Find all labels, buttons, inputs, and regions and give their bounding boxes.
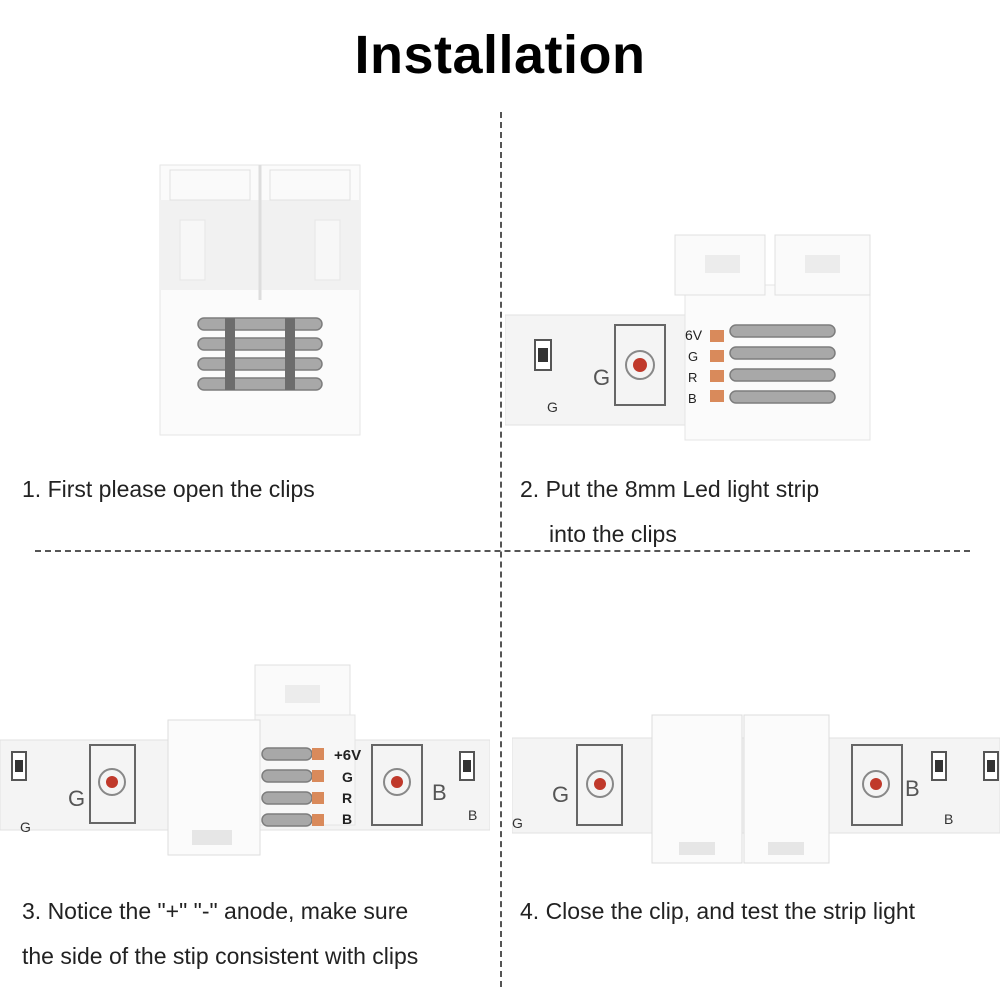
step2-label-b: B [688,391,697,406]
step1-caption-line1: 1. First please open the clips [22,476,315,502]
step1-open-clip-image [159,164,361,436]
step4-caption-line1: 4. Close the clip, and test the strip li… [520,898,916,924]
step3-label-g: G [342,769,353,785]
step4-strip-letter-b-small: B [944,811,953,827]
page-title: Installation [354,25,646,85]
step2-strip-letter-1: G [593,365,610,390]
step3-align-polarity-image: +6V G R B G G B B [0,664,490,856]
step3-caption-line1: 3. Notice the "+" "-" anode, make sure [22,898,409,924]
step3-label-r: R [342,790,352,806]
step3-caption-line2: the side of the stip consistent with cli… [22,943,419,969]
step4-closed-clip-image: G G B B [512,714,1000,864]
step4-strip-letter-b-large: B [905,776,920,801]
step4-strip-letter-g-small: G [512,815,523,831]
step2-caption-line1: 2. Put the 8mm Led light strip [520,476,820,502]
horizontal-divider [35,550,970,552]
step3-strip-letter-g-large: G [68,786,85,811]
step4-caption: 4. Close the clip, and test the strip li… [520,889,915,934]
step2-caption: 2. Put the 8mm Led light strip into the … [520,467,819,557]
step3-strip-letter-g-small: G [20,819,31,835]
step3-caption: 3. Notice the "+" "-" anode, make sure t… [22,889,418,979]
step3-strip-letter-b-small: B [468,807,477,823]
step4-strip-letter-g-large: G [552,782,569,807]
step2-strip-letter-2: G [547,399,558,415]
step3-strip-letter-b-large: B [432,780,447,805]
step3-label-6v: +6V [334,747,361,764]
step2-label-6v: 6V [685,327,703,343]
step2-label-g: G [688,349,698,364]
step2-caption-line2: into the clips [549,521,677,547]
step2-insert-strip-image: 6V G R B G G [505,234,871,441]
step2-label-r: R [688,370,697,385]
vertical-divider [500,112,502,987]
step3-label-b: B [342,811,352,827]
step1-caption: 1. First please open the clips [22,467,315,512]
